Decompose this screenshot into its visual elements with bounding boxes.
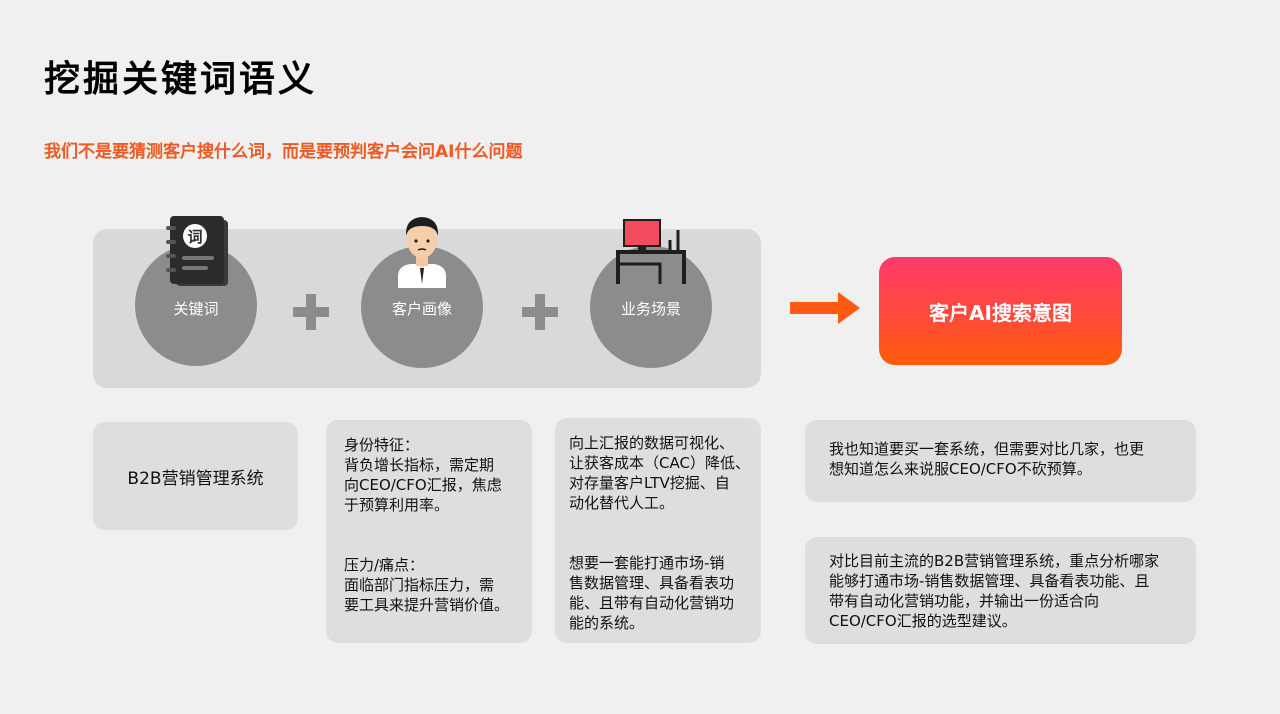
intent-text-2: 对比目前主流的B2B营销管理系统，重点分析哪家 能够打通市场-销售数据管理、具备… [829, 552, 1160, 630]
keyword-label: 关键词 [173, 300, 219, 318]
book-glyph: 词 [187, 228, 202, 246]
persona-label: 客户画像 [391, 300, 452, 318]
scenario-label: 业务场景 [620, 300, 681, 318]
page-title: 挖掘关键词语义 [44, 59, 318, 100]
scenario-reporting-text: 向上汇报的数据可视化、 让获客成本（CAC）降低、 对存量客户LTV挖掘、自 动… [569, 434, 750, 512]
persona-card: 身份特征： 背负增长指标，需定期 向CEO/CFO汇报，焦虑 于预算利用率。 压… [326, 420, 532, 643]
persona-identity-text: 身份特征： 背负增长指标，需定期 向CEO/CFO汇报，焦虑 于预算利用率。 [344, 436, 502, 514]
dictionary-book-icon: 词 [162, 214, 232, 294]
keyword-card-text: B2B营销管理系统 [127, 468, 264, 489]
intent-text-1: 我也知道要买一套系统，但需要对比几家，也更 想知道怎么来说服CEO/CFO不砍预… [829, 440, 1145, 478]
scenario-need-text: 想要一套能打通市场-销 售数据管理、具备看表功 能、且带有自动化营销功 能的系统… [569, 554, 735, 632]
keyword-card: B2B营销管理系统 [93, 422, 298, 530]
plus-icon-2 [522, 294, 558, 330]
search-intent-box: 客户AI搜索意图 [879, 257, 1122, 365]
page-subtitle: 我们不是要猜测客户搜什么词，而是要预判客户会问AI什么问题 [44, 142, 523, 162]
plus-icon [293, 294, 329, 330]
intent-card-2: 对比目前主流的B2B营销管理系统，重点分析哪家 能够打通市场-销售数据管理、具备… [805, 537, 1196, 644]
scenario-circle [590, 246, 712, 368]
persona-pain-text: 压力/痛点： 面临部门指标压力，需 要工具来提升营销价值。 [344, 556, 510, 614]
right-arrow-icon [790, 292, 862, 328]
search-intent-label: 客户AI搜索意图 [929, 300, 1072, 325]
scenario-card: 向上汇报的数据可视化、 让获客成本（CAC）降低、 对存量客户LTV挖掘、自 动… [555, 418, 761, 643]
office-desk-icon [616, 218, 686, 290]
businessman-avatar-icon [392, 210, 452, 292]
intent-card-1: 我也知道要买一套系统，但需要对比几家，也更 想知道怎么来说服CEO/CFO不砍预… [805, 420, 1196, 502]
